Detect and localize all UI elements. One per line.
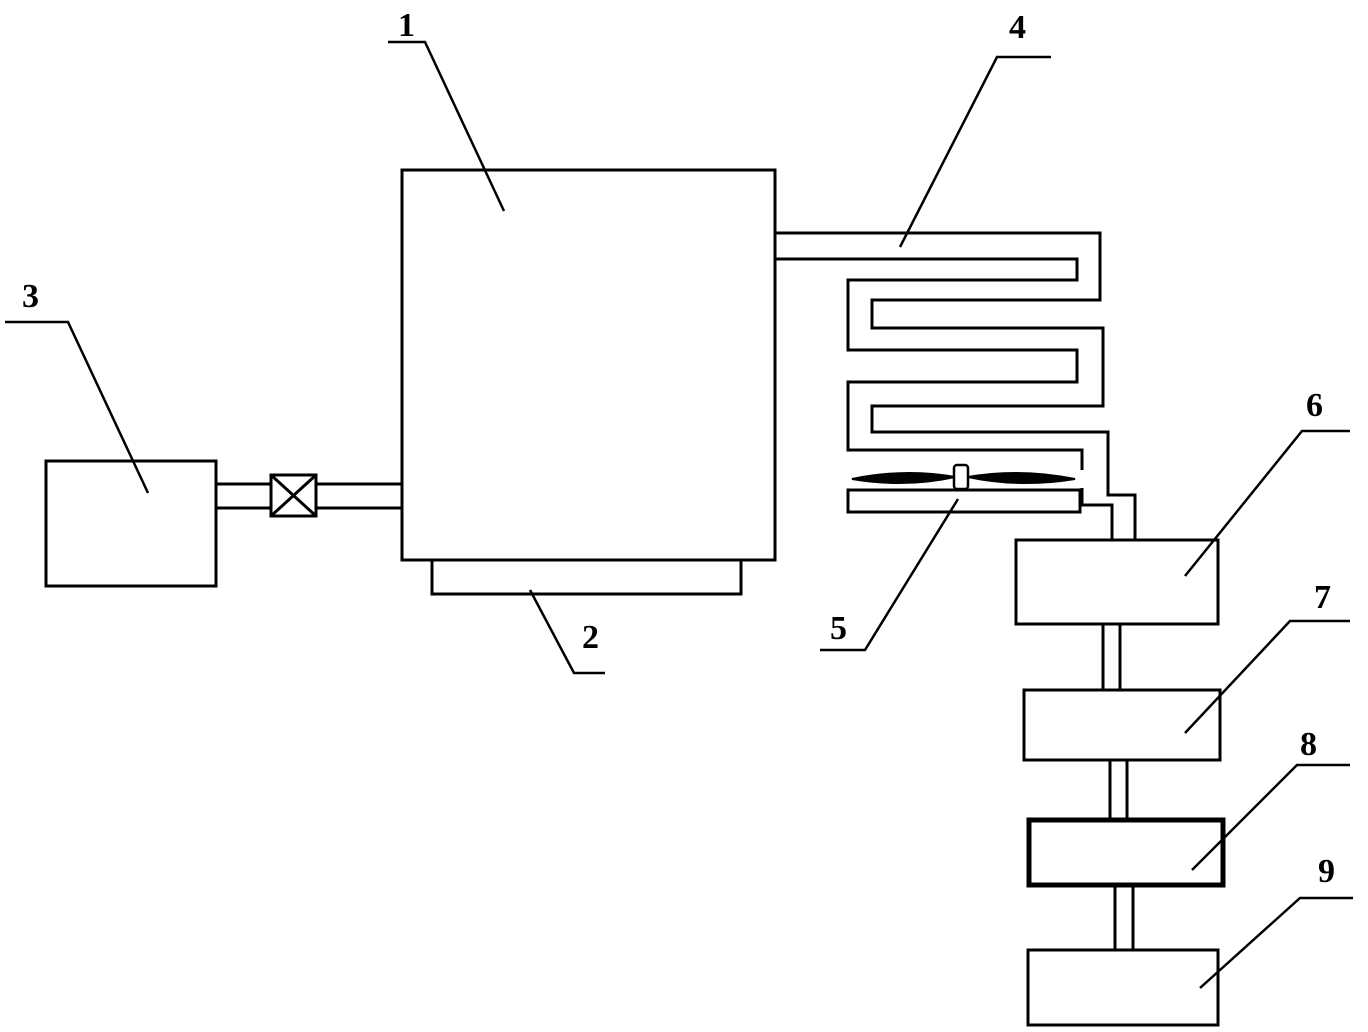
leader-6 [1184,429,1350,577]
component-1-box [400,168,777,562]
label-1: 1 [398,7,415,44]
component-6-box [1014,538,1220,626]
fan-icon [851,463,1076,491]
label-2: 2 [582,619,599,656]
component-2-box [430,558,743,596]
leader-7 [1184,619,1350,734]
label-6: 6 [1306,387,1323,424]
connector-6-7 [1101,624,1122,690]
component-5-box [846,488,1082,514]
component-8-box [1026,817,1226,888]
label-9: 9 [1318,853,1335,890]
leader-3 [5,320,150,494]
component-3-box [44,459,218,588]
connector-8-9 [1113,885,1135,950]
component-9-box [1026,948,1220,1027]
leader-9 [1199,896,1353,989]
leader-4 [898,55,1051,248]
pipe-3-to-1 [216,482,402,510]
label-8: 8 [1300,726,1317,763]
label-5: 5 [830,610,847,647]
valve-icon [269,473,318,518]
label-4: 4 [1009,9,1026,46]
connector-7-8 [1108,760,1129,820]
leader-5 [820,498,960,652]
leader-2 [528,589,605,675]
leader-1 [388,40,506,212]
leader-8 [1191,763,1350,871]
component-4-coil [775,231,1137,540]
component-7-box [1022,688,1222,762]
label-3: 3 [22,278,39,315]
leader-lines [5,40,1353,989]
label-7: 7 [1314,579,1331,616]
